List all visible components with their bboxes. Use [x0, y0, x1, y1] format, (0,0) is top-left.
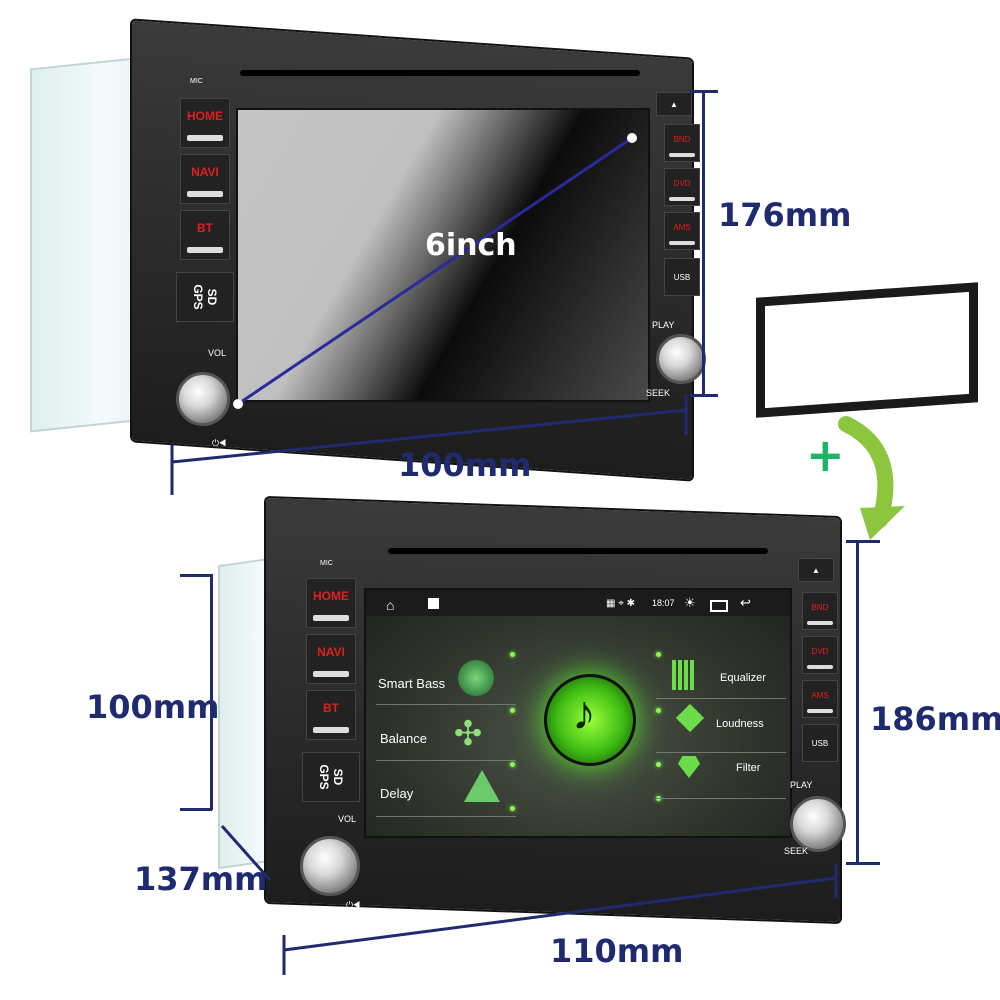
- bottom-eject-button[interactable]: ▲: [798, 558, 834, 582]
- bottom-home-button[interactable]: HOME: [306, 578, 356, 628]
- top-disc-slot: [240, 70, 640, 76]
- top-screen[interactable]: [236, 108, 650, 402]
- menu-loudness[interactable]: Loudness: [716, 718, 764, 730]
- top-height-dim-label: 176mm: [718, 196, 852, 234]
- bottom-depth-dim-label: 137mm: [134, 860, 268, 898]
- bottom-left-height-cap-bottom: [180, 808, 212, 811]
- bottom-right-height-dim-line: [856, 540, 859, 864]
- top-vol-label: VOL: [208, 348, 227, 358]
- top-eject-button[interactable]: ▲: [656, 92, 692, 116]
- bottom-bt-button[interactable]: BT: [306, 690, 356, 740]
- bottom-left-height-cap-top: [180, 574, 212, 577]
- equalizer-icon: [672, 660, 694, 690]
- bottom-right-height-cap-top: [846, 540, 880, 543]
- top-ams-button[interactable]: AMS: [664, 212, 700, 250]
- bottom-left-height-dim-line: [210, 574, 213, 810]
- top-width-dim-label: 100mm: [398, 446, 532, 484]
- bottom-play-label: PLAY: [790, 780, 813, 790]
- top-height-dim-line: [702, 90, 705, 396]
- menu-line-1: [376, 704, 516, 705]
- dot-7: [656, 762, 661, 767]
- plus-sign: +: [806, 428, 845, 482]
- app-square-icon[interactable]: [428, 598, 439, 609]
- menu-line-2: [376, 760, 516, 761]
- menu-line-4: [656, 698, 786, 699]
- menu-line-6: [656, 798, 786, 799]
- bottom-screen[interactable]: ⌂ ▦ ⌖ ✱ 18:07 ☀ ↩ Smart Bass Balance ✣ D…: [364, 588, 792, 838]
- bottom-power-label: ⏻◀: [346, 900, 361, 910]
- menu-delay[interactable]: Delay: [380, 786, 414, 801]
- top-play-label: PLAY: [652, 320, 675, 330]
- dot-6: [656, 708, 661, 713]
- bottom-right-height-cap-bottom: [846, 862, 880, 865]
- top-height-dim-cap-top: [690, 90, 718, 93]
- dot-4: [510, 806, 515, 811]
- bottom-left-height-dim-label: 100mm: [86, 688, 220, 726]
- top-home-button[interactable]: HOME: [180, 98, 230, 148]
- menu-line-3: [376, 816, 516, 817]
- recent-apps-icon[interactable]: [710, 600, 728, 612]
- bottom-right-height-dim-label: 186mm: [870, 700, 1000, 738]
- bottom-dvd-button[interactable]: DVD: [802, 636, 838, 674]
- music-note-icon: ♪: [572, 687, 596, 740]
- home-nav-icon[interactable]: ⌂: [386, 597, 395, 613]
- bottom-bnd-button[interactable]: BND: [802, 592, 838, 630]
- top-mic-label: MIC: [190, 78, 203, 85]
- delay-icon: [464, 770, 500, 802]
- top-height-dim-cap-bottom: [690, 394, 718, 397]
- balance-icon: ✣: [453, 715, 483, 753]
- smart-bass-icon: [458, 660, 494, 696]
- back-icon[interactable]: ↩: [740, 595, 751, 610]
- menu-line-5: [656, 752, 786, 753]
- top-usb-port[interactable]: USB: [664, 258, 700, 296]
- brightness-icon[interactable]: ☀: [684, 595, 696, 610]
- menu-equalizer[interactable]: Equalizer: [720, 672, 766, 684]
- top-bnd-button[interactable]: BND: [664, 124, 700, 162]
- bottom-vol-knob[interactable]: [300, 836, 360, 896]
- top-power-label: ⏻◀: [212, 438, 227, 448]
- signal-icons: ▦ ⌖ ✱: [606, 598, 636, 609]
- bottom-ams-button[interactable]: AMS: [802, 680, 838, 718]
- dot-1: [510, 652, 515, 657]
- top-dvd-button[interactable]: DVD: [664, 168, 700, 206]
- music-center-button[interactable]: [544, 674, 636, 766]
- dot-2: [510, 708, 515, 713]
- bottom-seek-label: SEEK: [784, 846, 809, 856]
- dot-5: [656, 652, 661, 657]
- top-seek-label: SEEK: [646, 388, 671, 398]
- bottom-disc-slot: [388, 548, 768, 554]
- menu-smart-bass[interactable]: Smart Bass: [378, 676, 446, 691]
- screen-size-label: 6inch: [425, 228, 517, 263]
- top-vol-knob[interactable]: [176, 372, 230, 426]
- top-navi-button[interactable]: NAVI: [180, 154, 230, 204]
- menu-balance[interactable]: Balance: [380, 731, 427, 746]
- clock-text: 18:07: [652, 598, 675, 608]
- bottom-vol-label: VOL: [338, 814, 357, 824]
- menu-filter[interactable]: Filter: [736, 762, 761, 774]
- bottom-width-dim-label: 110mm: [550, 932, 684, 970]
- bottom-mic-label: MIC: [320, 560, 333, 567]
- top-bt-button[interactable]: BT: [180, 210, 230, 260]
- bottom-usb-port[interactable]: USB: [802, 724, 838, 762]
- dot-3: [510, 762, 515, 767]
- bottom-navi-button[interactable]: NAVI: [306, 634, 356, 684]
- bottom-seek-knob[interactable]: [790, 796, 846, 852]
